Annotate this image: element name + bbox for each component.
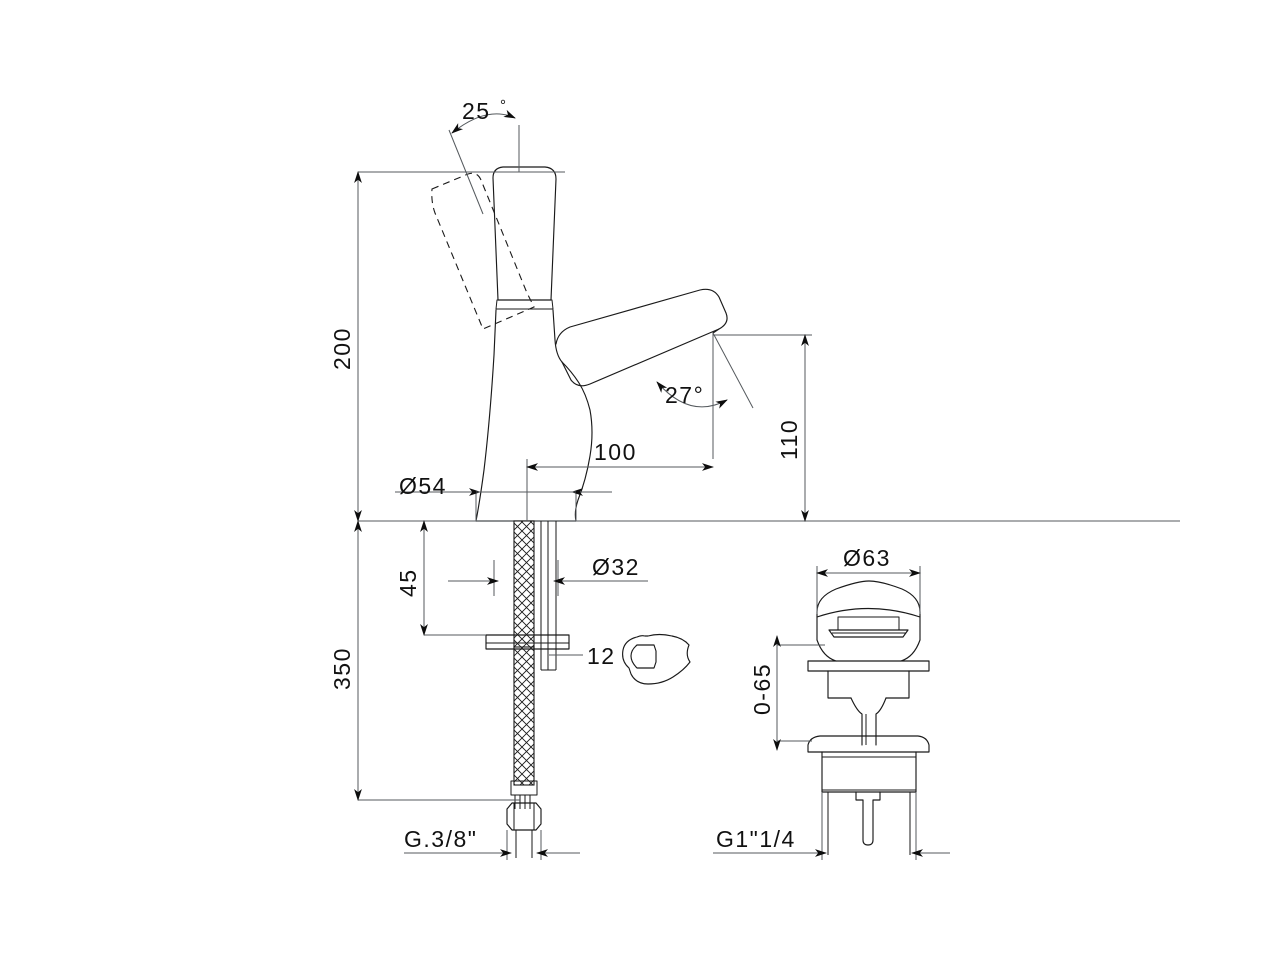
label-mount-thickness: 45 (395, 568, 421, 597)
label-hose-length: 350 (329, 647, 355, 690)
dim-drain-cap-diameter (816, 566, 921, 614)
dim-base-diameter (395, 488, 612, 521)
dim-inlet-thread (404, 830, 580, 860)
braided-hose-lower (513, 646, 535, 786)
label-drain-cap-diameter: Ø63 (843, 545, 891, 571)
spout-arm (555, 288, 728, 387)
label-spout-angle: 27° (665, 382, 704, 408)
dim-drain-thread (713, 792, 950, 860)
label-base-diameter: Ø54 (399, 473, 447, 499)
drain-upper-flange (807, 660, 930, 672)
label-drain-adjust-range: 0-65 (749, 663, 775, 715)
label-handle-angle-symbol: ° (500, 97, 508, 114)
label-wrench-size: 12 (587, 643, 616, 669)
label-handle-angle: 25 (462, 98, 491, 124)
dim-shank-diameter (448, 560, 648, 596)
dim-mount-thickness (420, 520, 486, 636)
label-drain-thread: G1"1/4 (716, 826, 796, 852)
drain-assembly (807, 580, 930, 855)
fixing-washer (485, 634, 570, 650)
dim-spout-angle (656, 332, 754, 425)
faucet-assembly (431, 166, 728, 522)
label-spout-reach: 100 (594, 439, 637, 465)
label-overall-height: 200 (329, 327, 355, 370)
label-shank-diameter: Ø32 (592, 554, 640, 580)
faucet-body (475, 309, 593, 522)
shank-and-hose (485, 520, 570, 858)
dim-spout-reach (526, 345, 714, 521)
dim-drain-adjust-range (773, 635, 825, 751)
dim-spout-height (576, 334, 812, 522)
dim-handle-angle (448, 109, 520, 215)
wrench-icon (622, 633, 691, 685)
dim-overall-height (354, 171, 565, 522)
dim-hose-length (354, 520, 520, 801)
handle-lever-open-position (431, 172, 535, 330)
label-spout-height: 110 (776, 419, 802, 460)
label-inlet-thread: G.3/8" (404, 826, 477, 852)
